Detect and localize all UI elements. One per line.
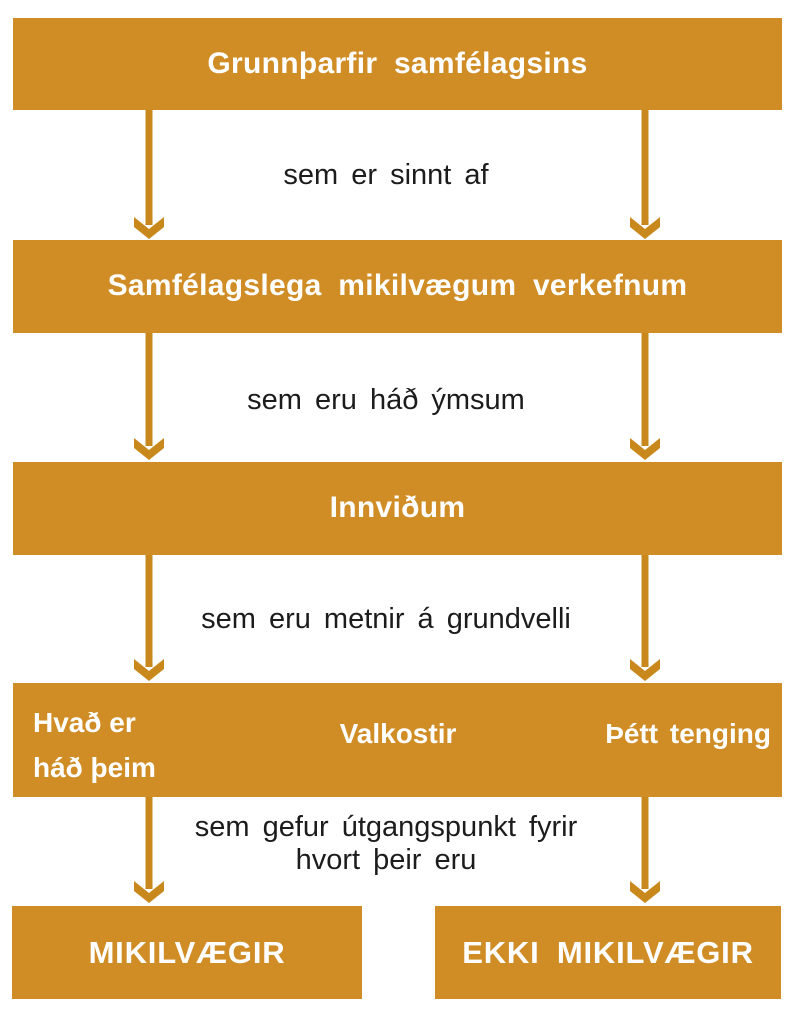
node-important-label: MIKILVÆGIR	[88, 934, 286, 970]
down-arrow-icon	[134, 333, 164, 460]
node-important-tasks-label: Samfélagslega mikilvægum verkefnum	[107, 269, 688, 303]
node-basic-needs: Grunnþarfir samfélagsins	[13, 18, 782, 110]
node-criteria-left-label: Hvað er háð þeim	[33, 707, 156, 783]
down-arrow-icon	[630, 797, 660, 903]
connector-label-4: sem gefur útgangspunkt fyrir hvort þeir …	[0, 811, 772, 877]
node-important-tasks: Samfélagslega mikilvægum verkefnum	[13, 240, 782, 333]
node-infrastructure-label: Innviðum	[329, 491, 466, 525]
connector-label-3: sem eru metnir á grundvelli	[201, 603, 571, 635]
node-not-important-label: EKKI MIKILVÆGIR	[462, 934, 754, 970]
connector-label-2: sem eru háð ýmsum	[247, 384, 525, 416]
down-arrow-icon	[630, 110, 660, 239]
connector-label-4-text: sem gefur útgangspunkt fyrir hvort þeir …	[194, 811, 578, 876]
node-infrastructure: Innviðum	[13, 462, 782, 555]
node-basic-needs-label: Grunnþarfir samfélagsins	[207, 46, 588, 80]
node-important: MIKILVÆGIR	[12, 906, 362, 999]
node-not-important: EKKI MIKILVÆGIR	[435, 906, 781, 999]
down-arrow-icon	[134, 797, 164, 903]
down-arrow-icon	[630, 333, 660, 460]
down-arrow-icon	[134, 555, 164, 681]
node-criteria-center-label: Valkostir	[339, 718, 457, 749]
node-criteria	[13, 683, 782, 797]
down-arrow-icon	[630, 555, 660, 681]
down-arrow-icon	[134, 110, 164, 239]
connector-label-1: sem er sinnt af	[283, 159, 489, 191]
node-criteria-right-label: Þétt tenging	[605, 718, 771, 749]
